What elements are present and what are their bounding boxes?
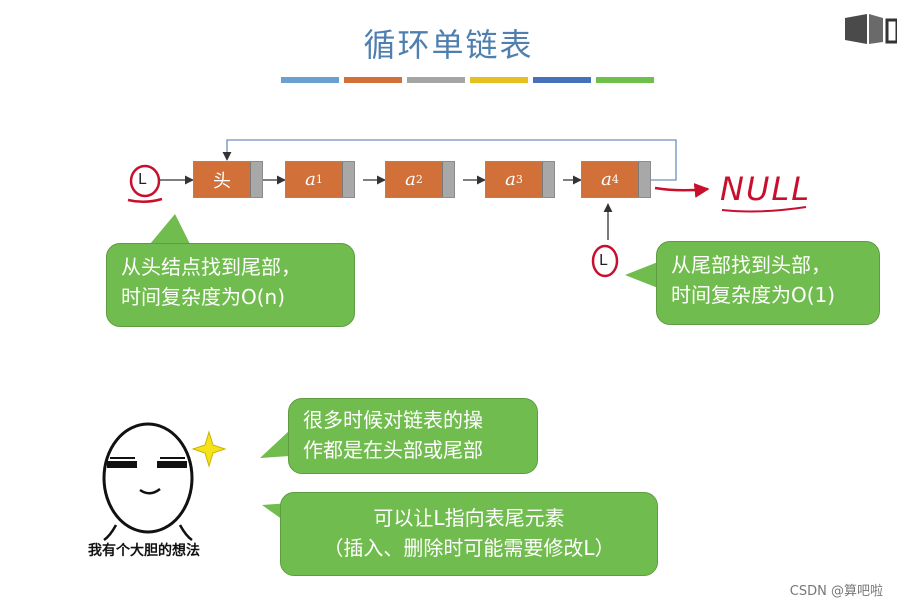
head-node: 头: [193, 161, 263, 198]
book-logo-icon: [845, 14, 897, 44]
node-pointer-cell: [542, 162, 554, 197]
color-bar-segment: [533, 77, 591, 83]
bubble-head-to-tail: 从头结点找到尾部， 时间复杂度为O(n): [106, 243, 355, 327]
meme-caption: 我有个大胆的想法: [88, 543, 200, 559]
page-title: 循环单链表: [363, 26, 534, 64]
bubble-tail: [150, 214, 190, 244]
bubble-text-line: 时间复杂度为O(n): [121, 285, 286, 309]
color-bar-segment: [281, 77, 339, 83]
bubble-tail-pointer-idea: 可以让L指向表尾元素 （插入、删除时可能需要修改L）: [280, 492, 658, 576]
color-bar-segment: [407, 77, 465, 83]
null-label: NULL: [720, 170, 812, 208]
node-pointer-cell: [250, 162, 262, 197]
loop-back-arrow: [222, 139, 677, 181]
bubble-tail: [625, 262, 658, 288]
head-pointer-label: L: [138, 170, 147, 188]
bubble-text-line: 可以让L指向表尾元素: [373, 506, 565, 530]
watermark: CSDN @算吧啦: [789, 584, 883, 599]
bubble-text-line: 作都是在头部或尾部: [303, 438, 483, 462]
head-pointer-mark: [127, 164, 163, 203]
bubble-text-line: （插入、删除时可能需要修改L）: [323, 536, 615, 560]
bubble-text-line: 从头结点找到尾部，: [121, 255, 301, 279]
bubble-text-line: 很多时候对链表的操: [303, 408, 483, 432]
color-bar-segment: [344, 77, 402, 83]
bubble-tail: [260, 430, 290, 458]
bubble-text-line: 时间复杂度为O(1): [671, 283, 836, 307]
bubble-text-line: 从尾部找到头部，: [671, 253, 831, 277]
color-bar-segment: [470, 77, 528, 83]
node-pointer-cell: [638, 162, 650, 197]
null-arrow: [654, 182, 710, 198]
tail-pointer-label: L: [599, 251, 608, 269]
tail-pointer-mark: [591, 244, 619, 278]
color-bar-segment: [596, 77, 654, 83]
node-data: 头: [194, 162, 250, 197]
sparkle-icon: [191, 430, 227, 468]
meme-face-icon: [102, 422, 194, 542]
bubble-tail-to-head: 从尾部找到头部， 时间复杂度为O(1): [656, 241, 880, 325]
node-pointer-cell: [342, 162, 354, 197]
node-pointer-cell: [442, 162, 454, 197]
null-underline: [721, 206, 807, 213]
bubble-operations: 很多时候对链表的操 作都是在头部或尾部: [288, 398, 538, 474]
